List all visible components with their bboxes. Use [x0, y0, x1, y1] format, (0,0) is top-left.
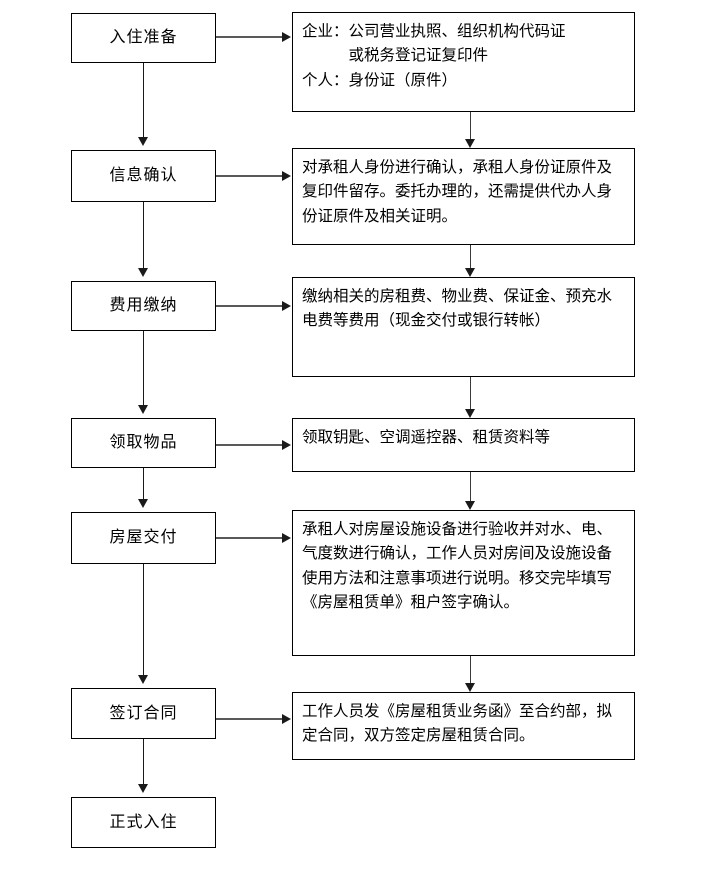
connector-step1-detail1 [216, 36, 283, 38]
arrowhead-detail5-down-icon [465, 501, 475, 510]
connector-detail1-detail2 [470, 112, 471, 139]
connector-step4-step5 [143, 468, 144, 499]
detail-text-4: 领取钥匙、空调遥控器、租赁资料等 [302, 429, 551, 446]
detail-box-5[interactable]: 承租人对房屋设施设备进行验收并对水、电、气度数进行确认，工作人员对房间及设施设备… [292, 510, 635, 656]
arrowhead-detail5-icon [282, 533, 291, 543]
step-label-7: 正式入住 [109, 813, 178, 831]
step-box-7[interactable]: 正式入住 [71, 797, 216, 848]
step-label-2: 信息确认 [109, 167, 178, 185]
arrowhead-detail2-down-icon [465, 139, 475, 148]
step-box-4[interactable]: 领取物品 [71, 418, 216, 468]
connector-step5-step6 [143, 564, 144, 675]
detail-text-5: 承租人对房屋设施设备进行验收并对水、电、气度数进行确认，工作人员对房间及设施设备… [302, 521, 613, 612]
detail-box-3[interactable]: 缴纳相关的房租费、物业费、保证金、预充水电费等费用（现金交付或银行转帐） [292, 277, 635, 377]
connector-step6-detail6 [216, 718, 283, 720]
step-label-1: 入住准备 [109, 29, 178, 47]
connector-step3-detail3 [216, 305, 283, 307]
detail-text-2: 对承租人身份进行确认，承租人身份证原件及复印件留存。委托办理的，还需提供代办人身… [302, 159, 613, 225]
detail-box-2[interactable]: 对承租人身份进行确认，承租人身份证原件及复印件留存。委托办理的，还需提供代办人身… [292, 148, 635, 245]
detail-text-6: 工作人员发《房屋租赁业务函》至合约部，拟定合同，双方签定房屋租赁合同。 [302, 703, 613, 745]
connector-step4-detail4 [216, 444, 283, 446]
connector-step2-step3 [143, 202, 144, 268]
connector-step6-step7 [143, 739, 144, 784]
arrowhead-detail2-icon [282, 171, 291, 181]
arrowhead-detail3-icon [282, 301, 291, 311]
arrowhead-detail1-icon [282, 32, 291, 42]
arrowhead-step4-icon [138, 405, 148, 414]
arrowhead-detail4-down-icon [465, 409, 475, 418]
connector-detail2-detail3 [470, 245, 471, 268]
detail-text-1: 企业：公司营业执照、组织机构代码证 或税务登记证复印件 个人：身份证（原件） [302, 23, 566, 89]
connector-detail3-detail4 [470, 377, 471, 409]
arrowhead-step5-icon [138, 499, 148, 508]
arrowhead-step7-icon [138, 784, 148, 793]
step-label-4: 领取物品 [109, 434, 178, 452]
detail-text-3: 缴纳相关的房租费、物业费、保证金、预充水电费等费用（现金交付或银行转帐） [302, 288, 613, 330]
arrowhead-step6-icon [138, 675, 148, 684]
arrowhead-detail4-icon [282, 440, 291, 450]
arrowhead-step2-icon [138, 137, 148, 146]
connector-step5-detail5 [216, 537, 283, 539]
connector-detail5-detail6 [470, 656, 471, 683]
arrowhead-detail6-icon [282, 714, 291, 724]
detail-box-1[interactable]: 企业：公司营业执照、组织机构代码证 或税务登记证复印件 个人：身份证（原件） [292, 12, 635, 112]
connector-step2-detail2 [216, 175, 283, 177]
connector-step1-step2 [143, 63, 144, 137]
step-box-5[interactable]: 房屋交付 [71, 512, 216, 564]
arrowhead-detail3-down-icon [465, 268, 475, 277]
step-box-6[interactable]: 签订合同 [71, 688, 216, 739]
step-label-3: 费用缴纳 [109, 297, 178, 315]
arrowhead-detail6-down-icon [465, 683, 475, 692]
step-box-3[interactable]: 费用缴纳 [71, 281, 216, 331]
step-label-6: 签订合同 [109, 704, 178, 722]
step-box-1[interactable]: 入住准备 [71, 13, 216, 63]
step-box-2[interactable]: 信息确认 [71, 150, 216, 202]
detail-box-4[interactable]: 领取钥匙、空调遥控器、租赁资料等 [292, 418, 635, 472]
arrowhead-step3-icon [138, 268, 148, 277]
detail-box-6[interactable]: 工作人员发《房屋租赁业务函》至合约部，拟定合同，双方签定房屋租赁合同。 [292, 692, 635, 760]
step-label-5: 房屋交付 [109, 529, 178, 547]
connector-step3-step4 [143, 331, 144, 405]
connector-detail4-detail5 [470, 472, 471, 501]
